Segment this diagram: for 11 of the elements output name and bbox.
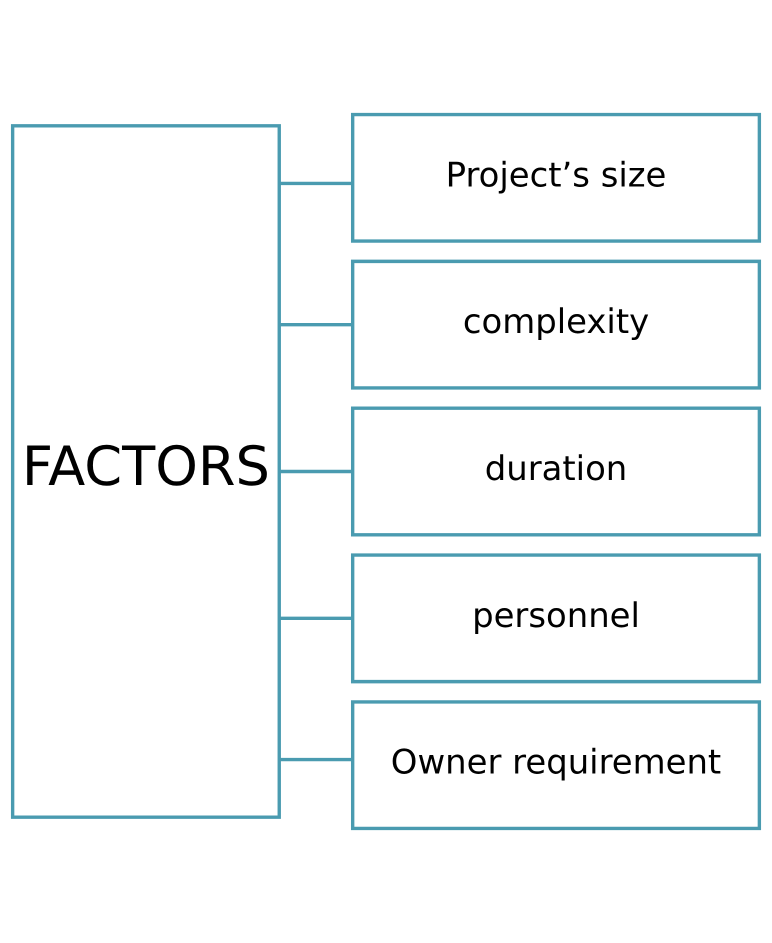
node-box: Project’s size [350, 112, 762, 243]
connector [279, 470, 352, 474]
node-box: personnel [350, 553, 762, 684]
connector [279, 182, 352, 186]
node-box: duration [350, 406, 762, 536]
connector [279, 616, 352, 620]
node-box: FACTORS [10, 124, 281, 819]
connector [279, 758, 352, 762]
node-box: complexity [350, 260, 762, 390]
node-box: Owner requirement [350, 700, 762, 830]
connector [279, 322, 352, 326]
